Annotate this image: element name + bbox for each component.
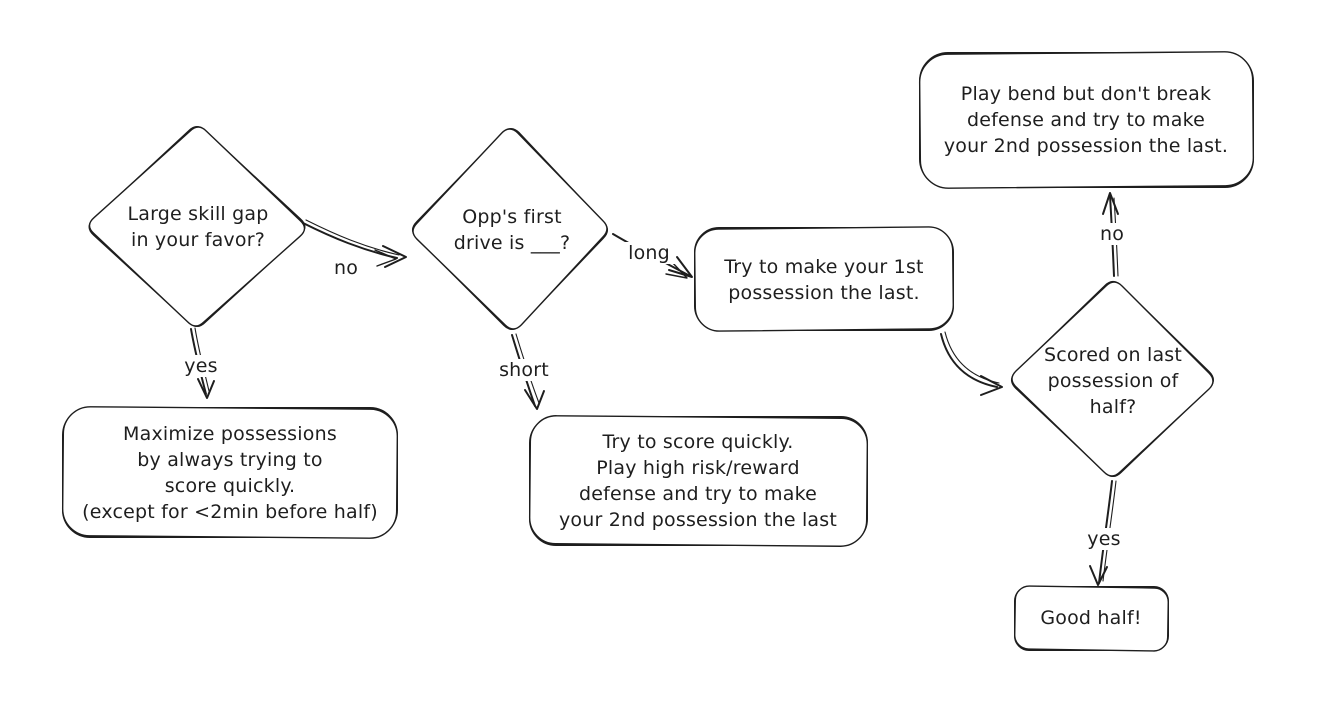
terminal-good-half-label: Good half! bbox=[1040, 607, 1142, 629]
edge-label-drive-short: short bbox=[494, 359, 554, 381]
edge-scored-yes-arrow bbox=[1089, 480, 1117, 586]
decision-opp-first-drive-label: Opp's first drive is ___? bbox=[453, 206, 571, 254]
decision-scored-last-possession-label: Scored on last possession of half? bbox=[1043, 344, 1183, 418]
edge-label-scored-no: no bbox=[1094, 223, 1130, 245]
edge-label-skill-gap-no: no bbox=[328, 257, 364, 279]
decision-skill-gap-label: Large skill gap in your favor? bbox=[127, 203, 269, 251]
process-bend-dont-break-label: Play bend but don't break defense and tr… bbox=[943, 83, 1229, 157]
edge-skill-gap-no-arrow bbox=[302, 219, 407, 268]
edge-label-skill-gap-yes: yes bbox=[179, 355, 223, 377]
edge-label-scored-yes: yes bbox=[1082, 528, 1126, 550]
process-maximize-possessions-label: Maximize possessions by always trying to… bbox=[82, 423, 378, 523]
process-score-quickly-high-risk-label: Try to score quickly. Play high risk/rew… bbox=[558, 431, 838, 531]
process-first-possession-last-label: Try to make your 1st possession the last… bbox=[724, 256, 924, 304]
edge-label-drive-long: long bbox=[623, 242, 675, 264]
edge-first-poss-to-scored-arrow bbox=[940, 331, 1003, 396]
